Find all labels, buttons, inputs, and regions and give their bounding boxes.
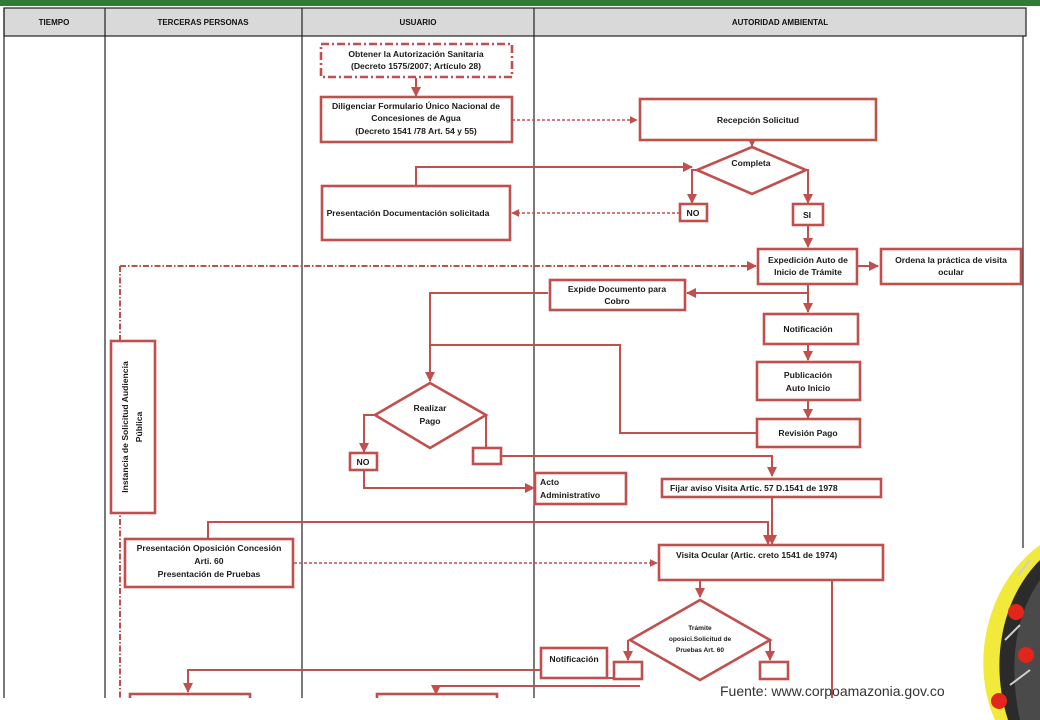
col-header-autoridad: AUTORIDAD AMBIENTAL <box>732 18 828 27</box>
node-recepcion-label: Recepción Solicitud <box>717 115 799 125</box>
node-oposicion-line2: Arti. 60 <box>194 556 223 566</box>
node-fijar-aviso: Fijar aviso Visita Artic. 57 D.1541 de 1… <box>660 477 883 499</box>
label-no-2: NO <box>348 451 379 472</box>
label-si: SI <box>791 202 825 227</box>
node-expide-documento: Expide Documento para Cobro <box>548 278 687 312</box>
decision-realizar-line2: Pago <box>419 416 440 426</box>
label-no-1-text: NO <box>687 208 700 218</box>
node-publicacion: Publicación Auto Inicio <box>755 360 862 402</box>
col-header-usuario: USUARIO <box>400 18 437 27</box>
node-visita-ocular: Visita Ocular (Artic. creto 1541 de 1974… <box>657 543 885 582</box>
node-ordena-visita: Ordena la práctica de visita ocular <box>879 247 1023 286</box>
decision-tramite-line2: oposici.Solicitud de <box>669 636 732 643</box>
node-expide-line2: Cobro <box>604 296 629 306</box>
node-revision-pago: Revisión Pago <box>755 417 862 449</box>
node-instancia-audiencia: Instancia de Solicitud Audiencia Pública <box>109 339 157 515</box>
node-presentacion-doc-label: Presentación Documentación solicitada <box>327 208 490 218</box>
node-obtener-line1: Obtener la Autorización Sanitaria <box>348 49 484 59</box>
node-expedicion-line1: Expedición Auto de <box>768 255 848 265</box>
col-header-tiempo: TIEMPO <box>39 18 70 27</box>
node-obtener-line2: (Decreto 1575/2007; Artículo 28) <box>351 61 481 71</box>
node-notificacion-2: Notificación <box>539 646 609 680</box>
connector-box-si <box>471 446 503 466</box>
node-expedicion-line2: Inicio de Trámite <box>774 267 842 277</box>
node-expedicion-auto: Expedición Auto de Inicio de Trámite <box>756 247 859 286</box>
node-fijar-label: Fijar aviso Visita Artic. 57 D.1541 de 1… <box>670 483 838 493</box>
node-ordena-line1: Ordena la práctica de visita <box>895 255 1007 265</box>
node-ordena-line2: ocular <box>938 267 964 277</box>
decision-realizar-pago: Realizar Pago <box>372 381 489 450</box>
node-instancia-line2: Pública <box>134 412 144 443</box>
node-acto-administrativo: Acto Administrativo <box>533 471 628 506</box>
connector-box-left <box>612 660 644 681</box>
source-footer: Fuente: www.corpoamazonia.gov.co <box>720 683 945 699</box>
connectors <box>119 78 879 698</box>
node-diligenciar-formulario: Diligenciar Formulario Único Nacional de… <box>319 95 514 144</box>
node-notificacion-2-label: Notificación <box>549 654 598 664</box>
node-presentacion-oposicion: Presentación Oposición Concesión Arti. 6… <box>123 537 295 589</box>
decision-completa: Completa <box>693 145 810 196</box>
header-row <box>3 7 1027 37</box>
node-acto-line2: Administrativo <box>540 490 600 500</box>
node-diligenciar-line3: (Decreto 1541 /78 Art. 54 y 55) <box>355 126 477 136</box>
node-oposicion-line1: Presentación Oposición Concesión <box>137 543 282 553</box>
node-notificacion-1: Notificación <box>762 312 860 346</box>
node-presentacion-documentacion: Presentación Documentación solicitada <box>320 184 512 242</box>
node-recepcion-solicitud: Recepción Solicitud <box>638 97 878 142</box>
connector-box-right <box>758 660 790 681</box>
node-diligenciar-line1: Diligenciar Formulario Único Nacional de <box>332 100 500 111</box>
node-diligenciar-line2: Concesiones de Agua <box>371 113 461 123</box>
node-instancia-line1: Instancia de Solicitud Audiencia <box>120 361 130 493</box>
node-expide-line1: Expide Documento para <box>568 284 667 294</box>
node-obtener-autorizacion: Obtener la Autorización Sanitaria (Decre… <box>319 42 514 79</box>
decision-tramite-oposicion: Trámite oposici.Solicitud de Pruebas Art… <box>627 598 773 682</box>
decision-tramite-line1: Trámite <box>688 625 712 632</box>
logo-seal <box>983 545 1040 720</box>
node-publicacion-line1: Publicación <box>784 370 832 380</box>
col-header-terceras: TERCERAS PERSONAS <box>157 18 249 27</box>
node-visita-label: Visita Ocular (Artic. creto 1541 de 1974… <box>676 550 837 560</box>
node-publicacion-line2: Auto Inicio <box>786 383 830 393</box>
node-notificacion-1-label: Notificación <box>783 324 832 334</box>
label-no-2-text: NO <box>357 457 370 467</box>
decision-tramite-line3: Pruebas Art. 60 <box>676 647 724 654</box>
node-acto-line1: Acto <box>540 477 559 487</box>
node-oposicion-line3: Presentación de Pruebas <box>158 569 261 579</box>
decision-completa-label: Completa <box>731 158 770 168</box>
node-revision-label: Revisión Pago <box>778 428 837 438</box>
decision-realizar-line1: Realizar <box>414 403 448 413</box>
bottom-mask <box>0 698 1040 720</box>
column-dividers <box>3 8 1024 698</box>
top-bar <box>0 0 1040 6</box>
label-no-1: NO <box>678 202 709 223</box>
label-si-text: SI <box>803 210 811 220</box>
